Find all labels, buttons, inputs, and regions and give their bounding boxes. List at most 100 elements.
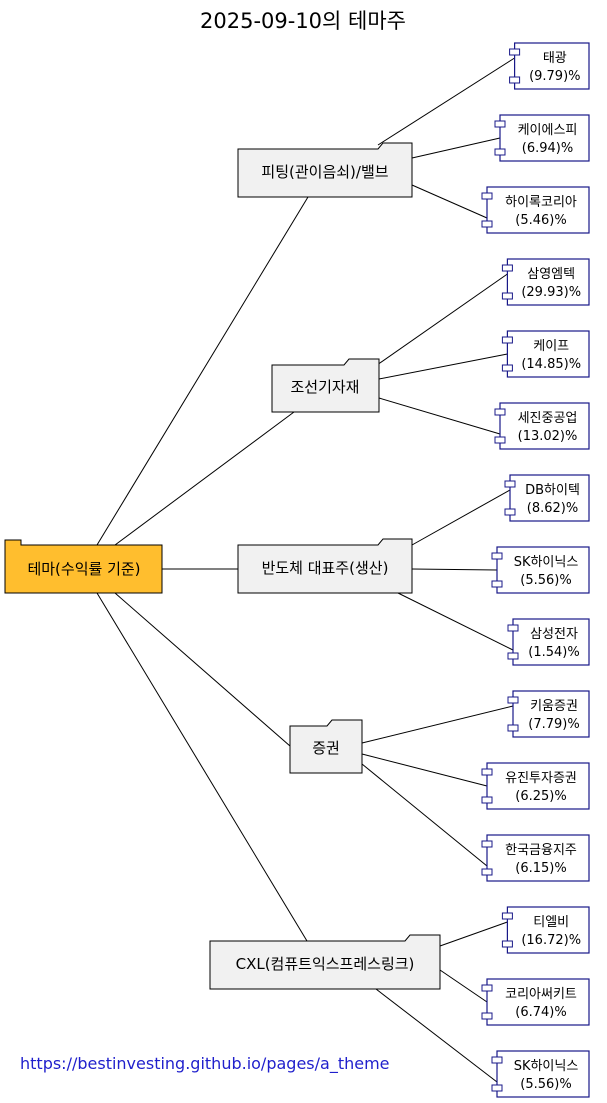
- component-port-icon: [509, 76, 521, 84]
- stock-return: (7.79)%: [528, 717, 579, 732]
- stock-box: [506, 906, 590, 954]
- theme-stock-edge: [378, 397, 501, 435]
- component-port-icon: [491, 552, 503, 560]
- stock-box: [506, 258, 590, 306]
- component-port-icon: [501, 264, 513, 272]
- stock-component: 태광(9.79)%: [509, 42, 590, 90]
- stock-component: 유진투자증권(6.25)%: [481, 762, 590, 810]
- component-port-icon: [494, 148, 506, 156]
- stock-return: (14.85)%: [521, 357, 581, 372]
- component-port-icon: [507, 724, 519, 732]
- component-port-icon: [494, 408, 506, 416]
- stock-component: 코리아써키트 (6.74)%: [481, 978, 590, 1026]
- stock-box: [499, 402, 590, 450]
- component-port-icon: [481, 796, 493, 804]
- stock-name: DB하이텍: [525, 483, 580, 498]
- stock-component: SK하이닉스 (5.56)%: [491, 546, 590, 594]
- theme-label: 피팅(관이음쇠)/밸브: [261, 163, 388, 181]
- component-port-icon: [494, 436, 506, 444]
- stock-return: (1.54)%: [528, 645, 579, 660]
- component-port-icon: [481, 1012, 493, 1020]
- theme-label: 증권: [312, 739, 340, 757]
- component-port-icon: [507, 652, 519, 660]
- component-port-icon: [481, 192, 493, 200]
- theme-folder-shape: [271, 358, 380, 413]
- component-port-icon: [491, 1084, 503, 1092]
- root-theme-edge: [96, 196, 309, 546]
- component-port-icon: [481, 220, 493, 228]
- theme-node: 반도체 대표주(생산): [237, 538, 413, 594]
- root-label: 테마(수익률 기준): [27, 560, 140, 578]
- stock-box: [499, 114, 590, 162]
- stock-box: [486, 186, 590, 234]
- stock-name: 한국금융지주: [505, 843, 577, 858]
- stock-return: (5.56)%: [520, 573, 571, 588]
- component-port-icon: [491, 1056, 503, 1064]
- stock-return: (13.02)%: [518, 429, 578, 444]
- root-theme-edge: [114, 411, 295, 546]
- theme-label: CXL(컴퓨트익스프레스링크): [236, 955, 415, 973]
- stock-name: 삼성전자: [530, 627, 578, 642]
- root-theme-edge: [114, 592, 291, 747]
- theme-node: CXL(컴퓨트익스프레스링크): [209, 934, 441, 990]
- stock-component: DB하이텍 (8.62)%: [504, 474, 590, 522]
- stock-box: [512, 690, 590, 738]
- theme-node: 조선기자재: [271, 358, 380, 413]
- stock-component: SK하이닉스(5.56)%: [491, 1050, 590, 1098]
- stock-name: 삼영엠텍: [527, 267, 575, 282]
- stock-name: 키움증권: [530, 699, 578, 714]
- stock-name: 티엘비: [533, 915, 569, 930]
- component-port-icon: [494, 120, 506, 128]
- stock-name: SK하이닉스: [514, 555, 579, 570]
- stock-name: 태광: [543, 51, 567, 66]
- component-port-icon: [501, 336, 513, 344]
- stock-return: (6.15)%: [515, 861, 566, 876]
- component-port-icon: [501, 364, 513, 372]
- stock-component: 하이록코리아 (5.46)%: [481, 186, 590, 234]
- theme-stock-edge: [361, 705, 514, 744]
- component-port-icon: [491, 580, 503, 588]
- stock-box: [513, 42, 590, 90]
- component-port-icon: [481, 768, 493, 776]
- theme-stock-edge: [361, 753, 488, 787]
- theme-label: 조선기자재: [290, 378, 359, 396]
- stock-component: 케이에스피(6.94)%: [494, 114, 590, 162]
- theme-stock-edge: [411, 568, 498, 571]
- stock-box: [496, 1050, 590, 1098]
- component-port-icon: [504, 508, 516, 516]
- component-port-icon: [501, 292, 513, 300]
- component-port-icon: [501, 912, 513, 920]
- component-port-icon: [481, 984, 493, 992]
- theme-folder-shape: [289, 719, 363, 774]
- stock-return: (6.25)%: [515, 789, 566, 804]
- stock-name: 케이프: [533, 339, 569, 354]
- theme-stock-edge: [439, 921, 508, 947]
- stock-return: (16.72)%: [521, 933, 581, 948]
- theme-stock-edge: [439, 969, 488, 1003]
- stock-box: [496, 546, 590, 594]
- stock-return: (5.46)%: [515, 213, 566, 228]
- connector-lines: [96, 57, 515, 1083]
- stock-return: (6.74)%: [515, 1005, 566, 1020]
- theme-node: 피팅(관이음쇠)/밸브: [237, 142, 413, 198]
- footer-link[interactable]: https://bestinvesting.github.io/pages/a_…: [20, 1054, 390, 1074]
- stock-component: 티엘비 (16.72)%: [501, 906, 590, 954]
- stock-box: [506, 330, 590, 378]
- theme-stock-edge: [375, 988, 498, 1083]
- component-port-icon: [481, 868, 493, 876]
- stock-box: [486, 762, 590, 810]
- theme-stock-edge: [411, 184, 488, 219]
- stock-component: 케이프 (14.85)%: [501, 330, 590, 378]
- component-port-icon: [509, 48, 521, 56]
- stock-name: 하이록코리아: [505, 195, 577, 210]
- theme-stock-edge: [361, 763, 488, 867]
- root-folder-shape: [4, 539, 163, 594]
- root-node: 테마(수익률 기준): [4, 539, 163, 594]
- stock-component: 세진중공업(13.02)%: [494, 402, 590, 450]
- stock-return: (29.93)%: [521, 285, 581, 300]
- stock-return: (8.62)%: [527, 501, 578, 516]
- stock-name: 케이에스피: [518, 123, 578, 138]
- stock-name: 코리아써키트: [505, 987, 577, 1002]
- theme-stock-edge: [378, 353, 508, 380]
